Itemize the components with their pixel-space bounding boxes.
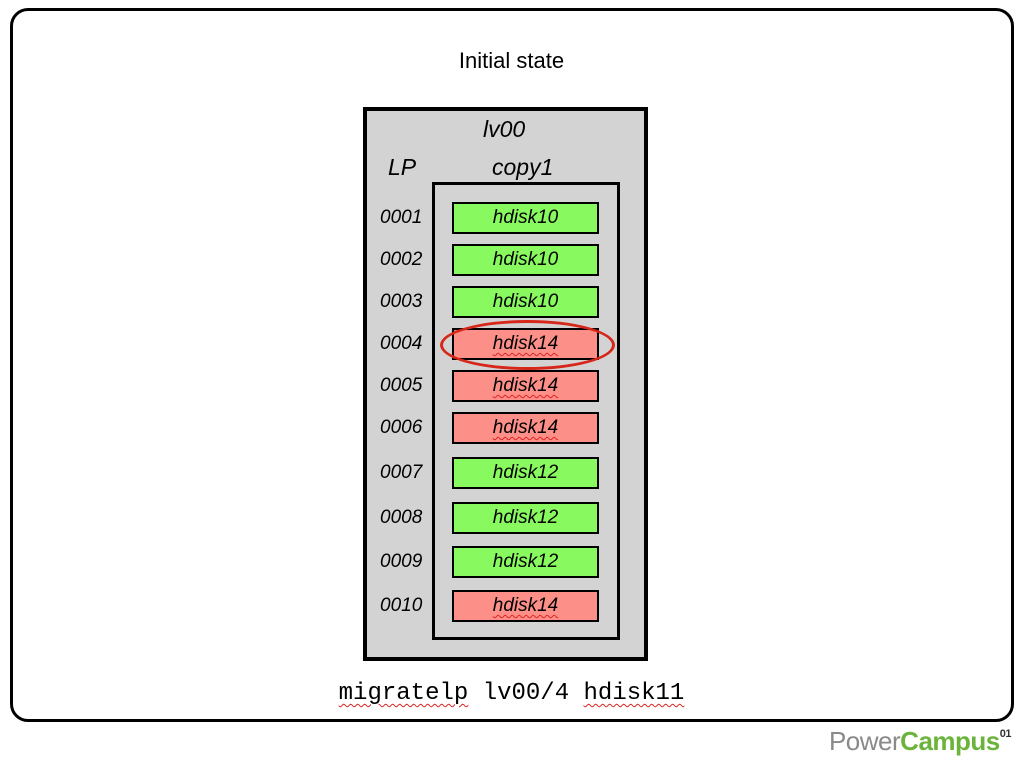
lp-number-0001: 0001 [380, 207, 423, 228]
lp-number-0004: 0004 [380, 333, 423, 354]
lp-number-0010: 0010 [380, 595, 423, 616]
lv-name-label: lv00 [483, 116, 526, 142]
lp-number-0007: 0007 [380, 462, 423, 483]
physical-partition-0003: hdisk10 [452, 286, 599, 318]
lp-number-0009: 0009 [380, 551, 423, 572]
powercampus-logo: PowerCampus01 [828, 726, 1012, 757]
logo-part1: Power [828, 726, 901, 756]
physical-partition-0002: hdisk10 [452, 244, 599, 276]
physical-partition-0006: hdisk14 [452, 412, 599, 444]
disk-label: hdisk10 [492, 291, 559, 312]
disk-label: hdisk12 [492, 507, 559, 528]
logo-sup: 01 [999, 728, 1012, 740]
copy-column-header: copy1 [492, 154, 554, 180]
physical-partition-0010: hdisk14 [452, 590, 599, 622]
physical-partition-0005: hdisk14 [452, 370, 599, 402]
logo-part2: Campus [900, 726, 1000, 756]
lp-number-0003: 0003 [380, 291, 423, 312]
lp-column-header: LP [388, 154, 417, 180]
lp-number-0006: 0006 [380, 417, 423, 438]
command-arg-lv: lv00/4 [482, 680, 570, 707]
command-name: migratelp [338, 680, 469, 707]
lp-number-0002: 0002 [380, 249, 423, 270]
disk-label: hdisk14 [492, 417, 559, 438]
slide-title: Initial state [458, 48, 565, 73]
disk-label: hdisk14 [492, 375, 559, 396]
disk-label: hdisk12 [492, 462, 559, 483]
disk-label: hdisk10 [492, 207, 559, 228]
lp-number-0005: 0005 [380, 375, 423, 396]
physical-partition-0001: hdisk10 [452, 202, 599, 234]
disk-label: hdisk12 [492, 551, 559, 572]
physical-partition-0009: hdisk12 [452, 546, 599, 578]
command-line: migratelp lv00/4 hdisk11 [0, 680, 1023, 707]
physical-partition-0008: hdisk12 [452, 502, 599, 534]
disk-label: hdisk14 [492, 595, 559, 616]
lp-number-0008: 0008 [380, 507, 423, 528]
disk-label: hdisk10 [492, 249, 559, 270]
physical-partition-0007: hdisk12 [452, 457, 599, 489]
command-arg-disk: hdisk11 [583, 680, 685, 707]
highlight-ring [440, 320, 615, 370]
